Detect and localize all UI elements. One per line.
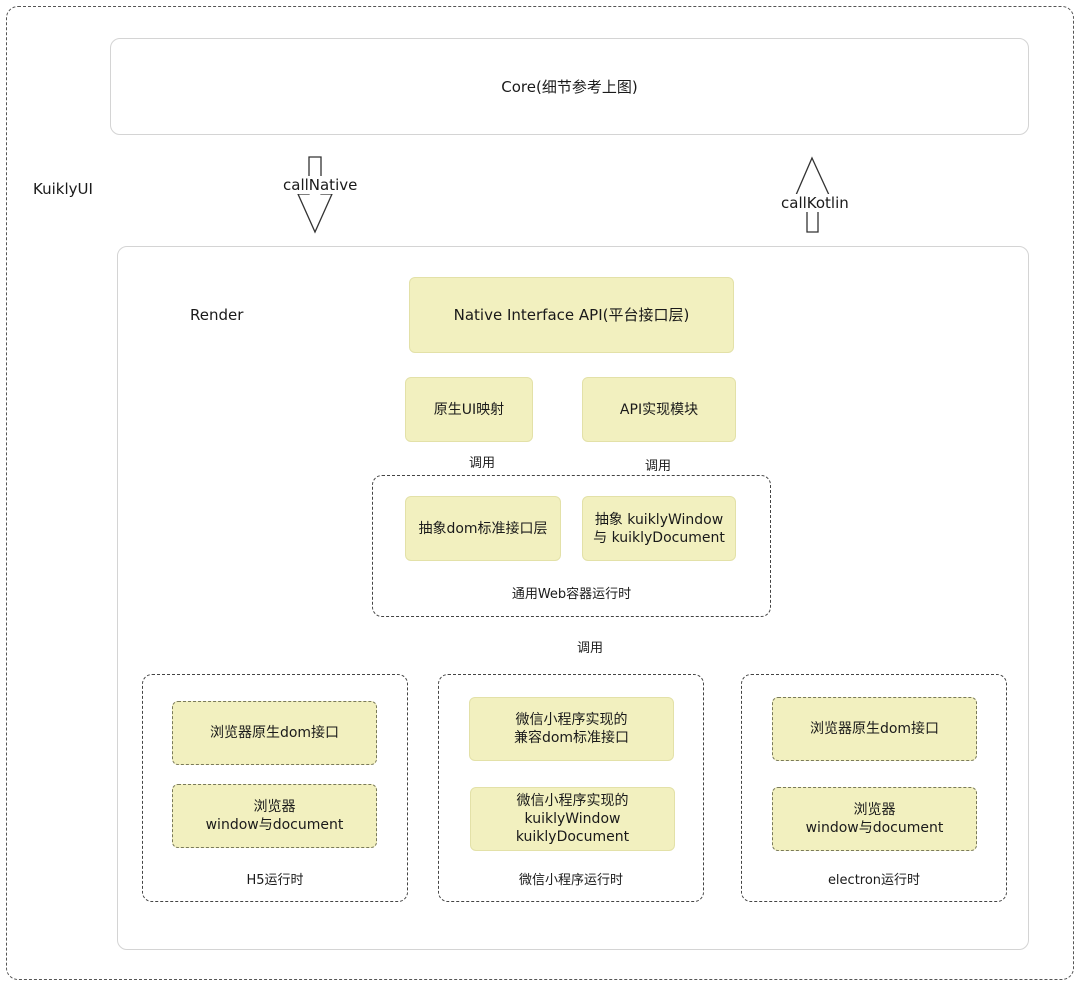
call-native-label: callNative (282, 176, 359, 194)
call-label-bottom: 调用 (575, 637, 606, 656)
api-module-label: API实现模块 (619, 401, 699, 418)
wechat-dom-interface-line2: 兼容dom标准接口 (513, 730, 630, 746)
call-label-left: 调用 (467, 452, 498, 471)
h5-window-document-line2: window与document (205, 817, 344, 833)
abstract-dom-label: 抽象dom标准接口层 (418, 520, 548, 537)
electron-dom-interface-label: 浏览器原生dom接口 (809, 721, 940, 737)
native-interface-api-label: Native Interface API(平台接口层) (453, 306, 690, 324)
abstract-window-line1: 抽象 kuiklyWindow (594, 511, 724, 528)
call-native-arrow (296, 156, 334, 234)
web-container-label: 通用Web容器运行时 (511, 587, 632, 602)
electron-window-document-line1: 浏览器 (853, 802, 896, 818)
core-panel: Core(细节参考上图) (110, 38, 1029, 135)
h5-window-document-box: 浏览器 window与document (172, 784, 377, 848)
wechat-dom-interface-box: 微信小程序实现的 兼容dom标准接口 (469, 697, 674, 761)
electron-window-document-box: 浏览器 window与document (772, 787, 977, 851)
wechat-dom-interface-line1: 微信小程序实现的 (515, 712, 628, 728)
abstract-dom-box: 抽象dom标准接口层 (405, 496, 561, 561)
wechat-window-document-line1: 微信小程序实现的 (516, 793, 629, 809)
kuiklyui-label: KuiklyUI (33, 180, 93, 198)
native-interface-api-box: Native Interface API(平台接口层) (409, 277, 734, 353)
native-ui-mapping-box: 原生UI映射 (405, 377, 533, 442)
h5-runtime-frame (142, 674, 408, 902)
wechat-runtime-label: 微信小程序运行时 (518, 873, 623, 888)
api-module-box: API实现模块 (582, 377, 736, 442)
h5-window-document-line1: 浏览器 (253, 799, 296, 815)
h5-dom-interface-box: 浏览器原生dom接口 (172, 701, 377, 765)
electron-runtime-label: electron运行时 (827, 873, 921, 888)
electron-window-document-line2: window与document (805, 820, 944, 836)
kuiklyui-frame (6, 6, 1074, 980)
wechat-window-document-box: 微信小程序实现的 kuiklyWindow kuiklyDocument (470, 787, 675, 851)
abstract-window-line2: 与 kuiklyDocument (593, 529, 725, 546)
web-container-frame (372, 475, 771, 617)
call-label-right: 调用 (643, 455, 674, 474)
core-label: Core(细节参考上图) (501, 77, 638, 96)
h5-runtime-label: H5运行时 (246, 873, 304, 888)
call-kotlin-label: callKotlin (780, 194, 850, 212)
render-label: Render (190, 306, 244, 324)
native-ui-mapping-label: 原生UI映射 (433, 401, 505, 418)
h5-dom-interface-label: 浏览器原生dom接口 (209, 725, 340, 741)
electron-dom-interface-box: 浏览器原生dom接口 (772, 697, 977, 761)
abstract-window-box: 抽象 kuiklyWindow 与 kuiklyDocument (582, 496, 736, 561)
wechat-window-document-line2: kuiklyWindow (524, 811, 621, 827)
wechat-window-document-line3: kuiklyDocument (515, 829, 630, 845)
electron-runtime-frame (741, 674, 1007, 902)
wechat-runtime-frame (438, 674, 704, 902)
